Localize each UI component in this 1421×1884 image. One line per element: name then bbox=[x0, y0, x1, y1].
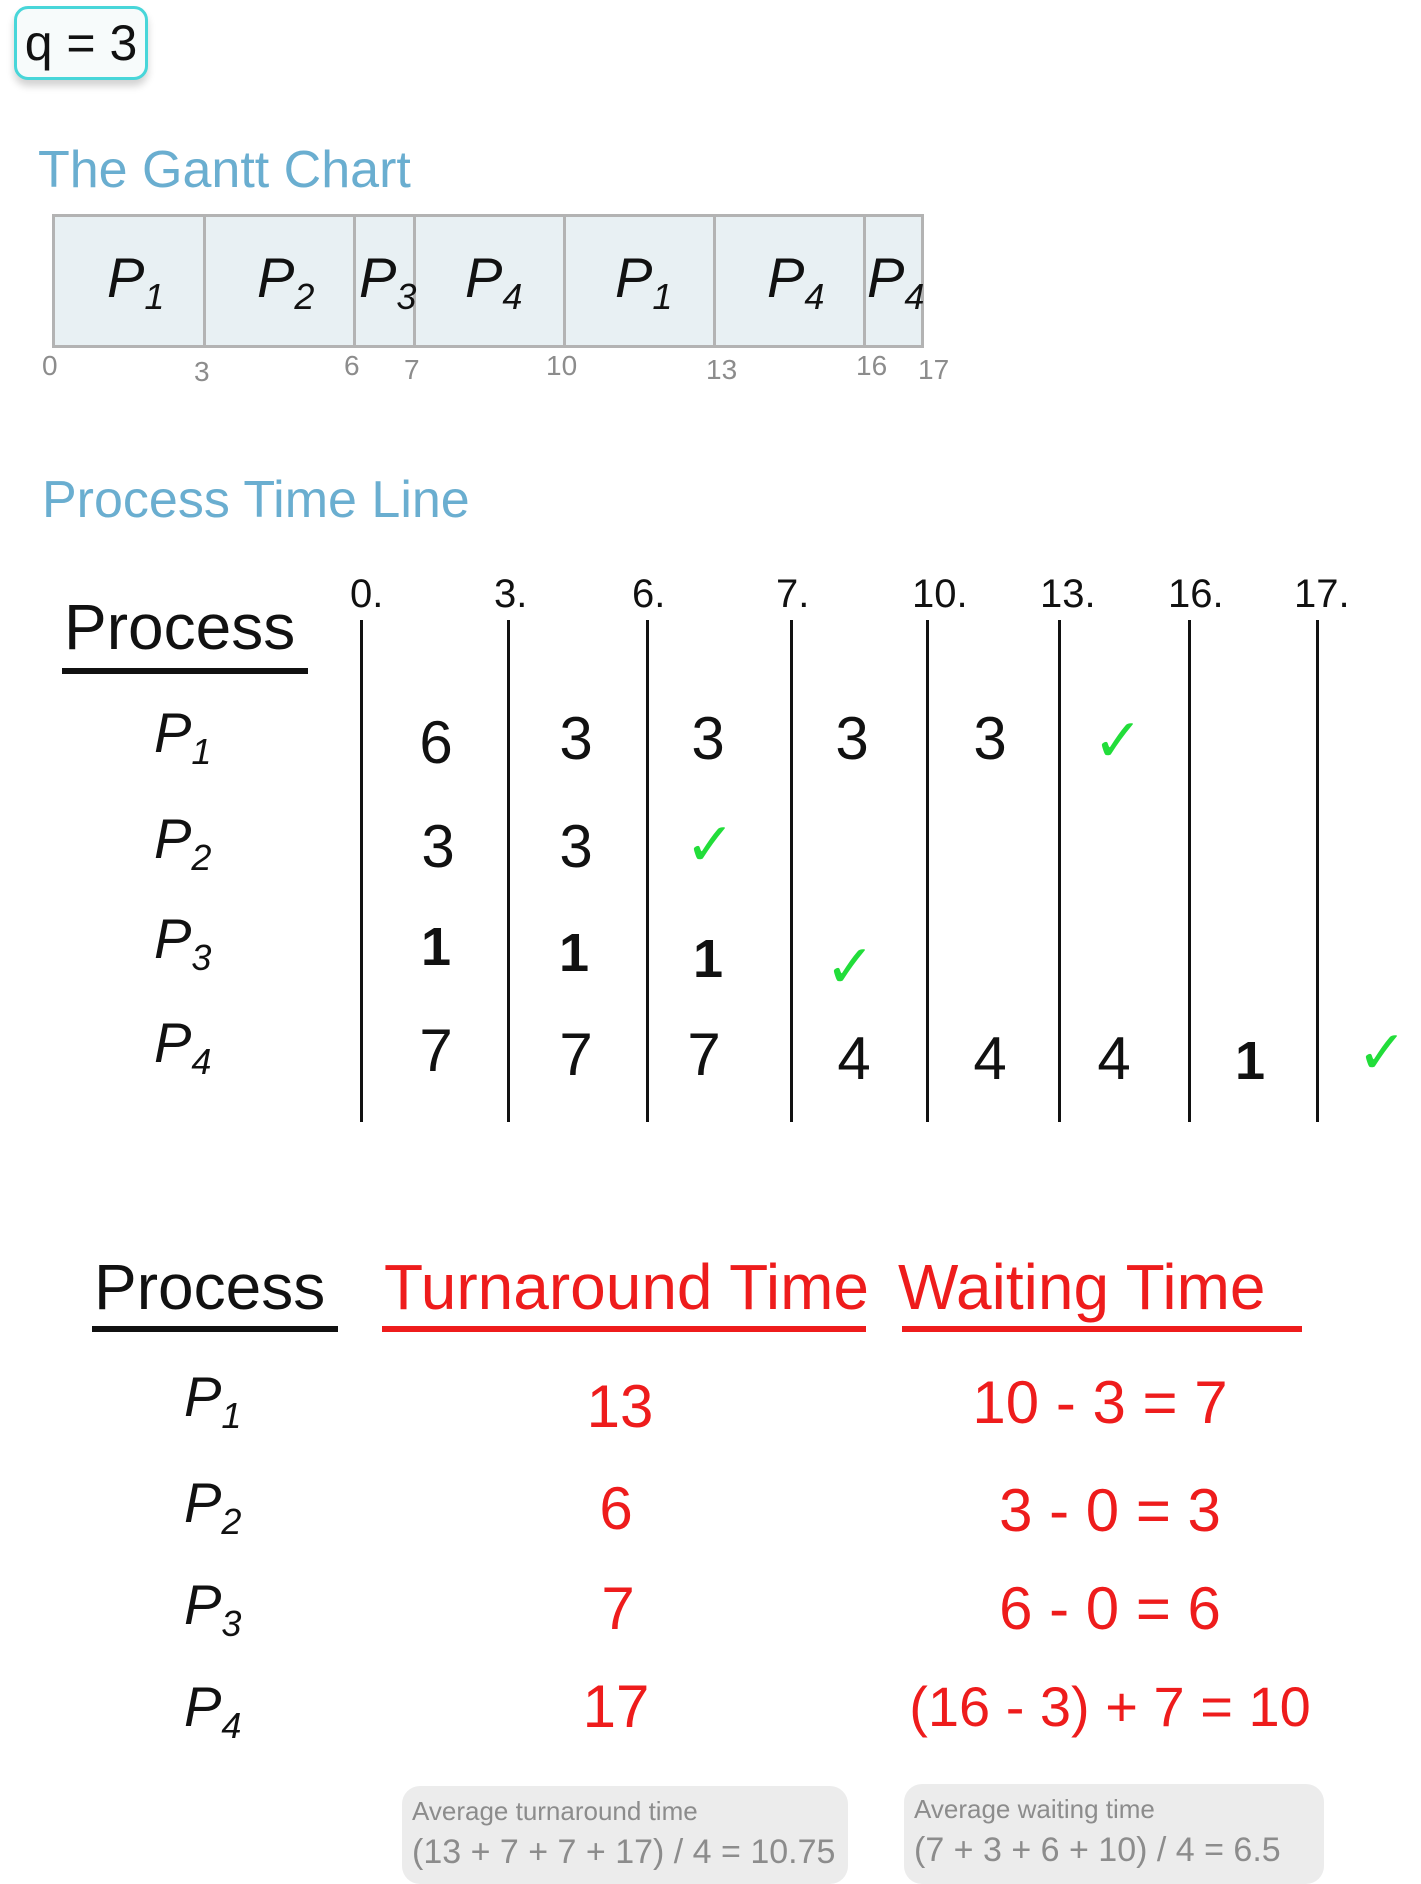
gantt-block-label: P4 bbox=[867, 246, 925, 318]
timeline-line bbox=[1188, 620, 1191, 1122]
completed-check-icon: ✓ bbox=[1356, 1019, 1408, 1086]
timeline-time-label: 13. bbox=[1040, 572, 1096, 616]
results-process-header: Process bbox=[94, 1251, 326, 1323]
avg-turnaround-expr: (13 + 7 + 7 + 17) / 4 = 10.75 bbox=[412, 1833, 836, 1871]
turnaround-value: 13 bbox=[586, 1373, 654, 1440]
timeline-process-name: P1 bbox=[154, 701, 212, 773]
avg-waiting-box: Average waiting time (7 + 3 + 6 + 10) / … bbox=[904, 1784, 1324, 1884]
waiting-value: 6 - 0 = 6 bbox=[999, 1575, 1221, 1642]
remaining-time: 3 bbox=[559, 813, 593, 880]
remaining-time: 7 bbox=[419, 1017, 453, 1084]
gantt-tick: 6 bbox=[344, 350, 360, 381]
waiting-underline bbox=[902, 1326, 1302, 1332]
gantt-divider bbox=[413, 217, 416, 345]
gantt-block-label: P1 bbox=[107, 246, 165, 318]
remaining-time: 1 bbox=[692, 929, 724, 989]
gantt-tick: 10 bbox=[546, 350, 578, 381]
avg-waiting-expr: (7 + 3 + 6 + 10) / 4 = 6.5 bbox=[914, 1831, 1281, 1869]
avg-waiting-label: Average waiting time bbox=[914, 1794, 1155, 1824]
gantt-tick: 16 bbox=[856, 350, 888, 381]
timeline-line bbox=[790, 620, 793, 1122]
timeline-line bbox=[507, 620, 510, 1122]
waiting-value: 3 - 0 = 3 bbox=[999, 1477, 1221, 1544]
results-process-name: P4 bbox=[184, 1675, 242, 1747]
gantt-block-label: P4 bbox=[465, 246, 523, 318]
avg-turnaround-label: Average turnaround time bbox=[412, 1796, 698, 1826]
timeline-line bbox=[646, 620, 649, 1122]
remaining-time: 3 bbox=[973, 705, 1007, 772]
timeline-process-header: Process bbox=[64, 591, 296, 663]
quantum-badge: q = 3 bbox=[14, 6, 148, 80]
waiting-value: 10 - 3 = 7 bbox=[972, 1369, 1228, 1436]
completed-check-icon: ✓ bbox=[684, 811, 736, 878]
gantt-divider bbox=[713, 217, 716, 345]
remaining-time: 1 bbox=[558, 923, 590, 983]
timeline-time-label: 0. bbox=[350, 572, 384, 616]
timeline-process-name: P3 bbox=[154, 907, 212, 979]
gantt-title: The Gantt Chart bbox=[38, 141, 411, 199]
timeline-time-label: 3. bbox=[494, 572, 528, 616]
gantt-divider bbox=[203, 217, 206, 345]
completed-check-icon: ✓ bbox=[824, 933, 876, 1000]
timeline-time-label: 17. bbox=[1294, 572, 1350, 616]
timeline-line bbox=[1058, 620, 1061, 1122]
avg-turnaround-box: Average turnaround time (13 + 7 + 7 + 17… bbox=[402, 1786, 848, 1884]
remaining-time: 3 bbox=[691, 705, 725, 772]
remaining-time: 1 bbox=[420, 917, 452, 977]
timeline-time-label: 7. bbox=[776, 572, 810, 616]
gantt-divider bbox=[563, 217, 566, 345]
gantt-chart: P1 P2 P3 P4 P1 P4 P4 bbox=[52, 214, 924, 348]
waiting-header: Waiting Time bbox=[898, 1251, 1266, 1323]
results-process-underline bbox=[92, 1326, 338, 1332]
timeline-time-label: 10. bbox=[912, 572, 968, 616]
timeline-line bbox=[1316, 620, 1319, 1122]
gantt-divider bbox=[863, 217, 866, 345]
turnaround-underline bbox=[382, 1326, 866, 1332]
gantt-block-label: P4 bbox=[767, 246, 825, 318]
remaining-time: 3 bbox=[559, 705, 593, 772]
gantt-tick: 0 bbox=[42, 350, 58, 381]
gantt-divider bbox=[353, 217, 356, 345]
turnaround-value: 6 bbox=[599, 1475, 633, 1542]
timeline-title: Process Time Line bbox=[42, 471, 470, 529]
gantt-tick: 17 bbox=[918, 354, 950, 385]
gantt-tick: 7 bbox=[404, 354, 420, 385]
timeline-process-name: P4 bbox=[154, 1011, 212, 1083]
remaining-time: 7 bbox=[559, 1021, 593, 1088]
gantt-block-label: P2 bbox=[257, 246, 315, 318]
results-process-name: P3 bbox=[184, 1573, 242, 1645]
remaining-time: 3 bbox=[421, 813, 455, 880]
waiting-value: (16 - 3) + 7 = 10 bbox=[909, 1675, 1311, 1738]
timeline-line bbox=[360, 620, 363, 1122]
remaining-time: 3 bbox=[835, 705, 869, 772]
remaining-time: 4 bbox=[973, 1025, 1007, 1092]
timeline-header-underline bbox=[62, 668, 308, 674]
timeline-time-label: 16. bbox=[1168, 572, 1224, 616]
timeline-process-name: P2 bbox=[154, 807, 212, 879]
remaining-time: 6 bbox=[419, 709, 453, 776]
gantt-block-label: P1 bbox=[615, 246, 673, 318]
turnaround-header: Turnaround Time bbox=[384, 1251, 869, 1323]
timeline-line bbox=[926, 620, 929, 1122]
remaining-time: 1 bbox=[1234, 1031, 1266, 1091]
completed-check-icon: ✓ bbox=[1092, 707, 1144, 774]
results-process-name: P2 bbox=[184, 1471, 242, 1543]
timeline-time-label: 6. bbox=[632, 572, 666, 616]
remaining-time: 4 bbox=[837, 1025, 871, 1092]
remaining-time: 4 bbox=[1097, 1025, 1131, 1092]
gantt-tick: 3 bbox=[194, 356, 210, 387]
turnaround-value: 7 bbox=[601, 1575, 635, 1642]
turnaround-value: 17 bbox=[582, 1673, 650, 1740]
remaining-time: 7 bbox=[687, 1021, 721, 1088]
gantt-tick: 13 bbox=[706, 354, 738, 385]
gantt-block-label: P3 bbox=[359, 246, 417, 318]
results-process-name: P1 bbox=[184, 1365, 242, 1437]
